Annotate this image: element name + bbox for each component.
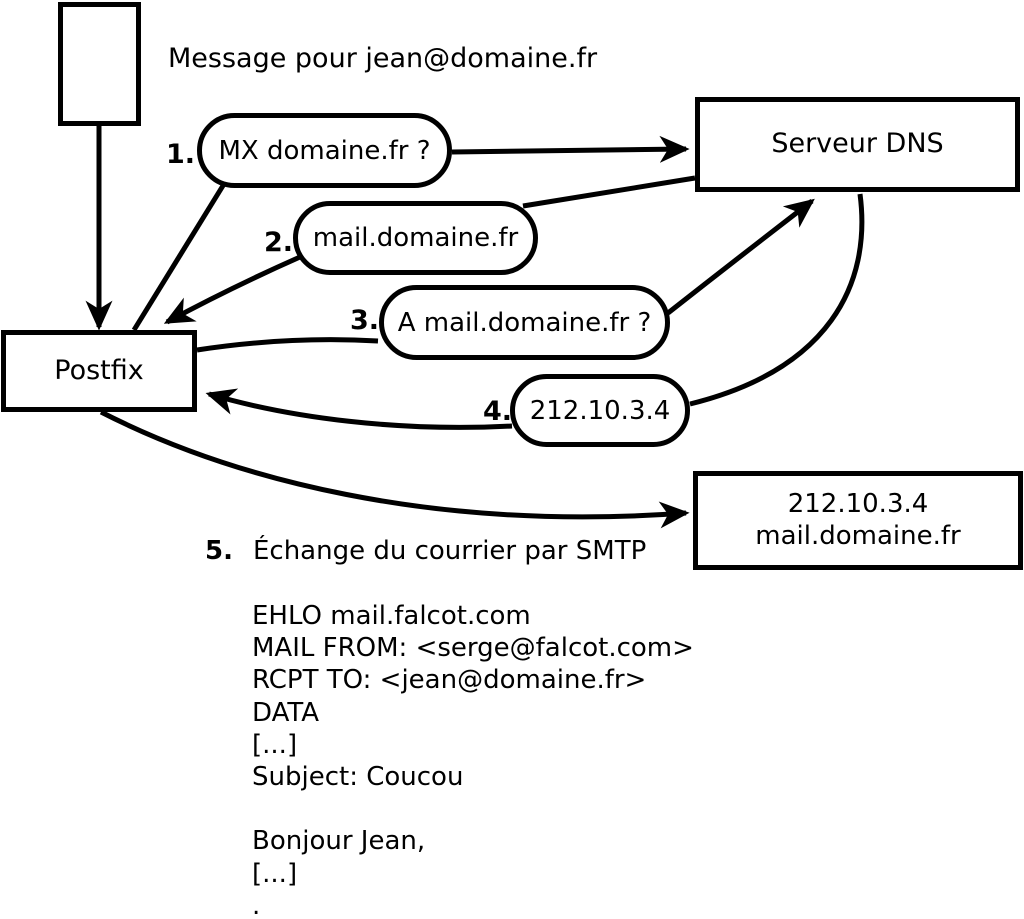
dns-server-label: Serveur DNS bbox=[771, 128, 944, 160]
postfix-node: Postfix bbox=[1, 330, 197, 412]
smtp-line: Bonjour Jean, bbox=[252, 826, 426, 857]
step-2-answer-label: mail.domaine.fr bbox=[312, 223, 519, 253]
step-3-number: 3. bbox=[350, 305, 380, 336]
mail-server-ip: 212.10.3.4 bbox=[787, 489, 929, 520]
step-2-answer-pill: mail.domaine.fr bbox=[293, 201, 538, 275]
step-5-caption: 5. Échange du courrier par SMTP bbox=[205, 536, 646, 566]
arrow-step3-to-dns bbox=[666, 198, 815, 315]
step-3-query-label: A mail.domaine.fr ? bbox=[397, 307, 652, 338]
postfix-label: Postfix bbox=[54, 354, 144, 386]
step-4-answer-pill: 212.10.3.4 bbox=[510, 374, 690, 447]
step-4-answer-label: 212.10.3.4 bbox=[529, 395, 671, 426]
smtp-line: RCPT TO: <jean@domaine.fr> bbox=[252, 665, 647, 696]
arrow-step5-smtp bbox=[99, 409, 690, 529]
message-title: Message pour jean@domaine.fr bbox=[168, 43, 598, 74]
step-1-query-label: MX domaine.fr ? bbox=[218, 135, 431, 166]
smtp-line: EHLO mail.falcot.com bbox=[252, 601, 531, 631]
arrow-step1-to-dns bbox=[451, 135, 690, 163]
mail-server-hostname: mail.domaine.fr bbox=[755, 520, 961, 551]
step-3-query-pill: A mail.domaine.fr ? bbox=[379, 285, 670, 360]
dns-server-node: Serveur DNS bbox=[695, 97, 1020, 192]
line-step4-from-dns bbox=[689, 193, 865, 407]
smtp-line: [...] bbox=[252, 858, 298, 889]
step-5-text: Échange du courrier par SMTP bbox=[252, 536, 647, 566]
arrow-step2-to-postfix bbox=[163, 254, 302, 325]
smtp-line bbox=[252, 793, 694, 825]
arrow-step4-to-postfix bbox=[205, 388, 513, 430]
sender-box bbox=[58, 2, 141, 126]
smtp-line: [...] bbox=[252, 729, 298, 760]
step-1-query-pill: MX domaine.fr ? bbox=[197, 113, 452, 188]
line-step2-from-dns bbox=[522, 175, 696, 209]
smtp-line: . bbox=[252, 890, 261, 919]
step-4-number: 4. bbox=[483, 396, 513, 427]
mail-server-node: 212.10.3.4 mail.domaine.fr bbox=[693, 471, 1023, 570]
smtp-line: Subject: Coucou bbox=[252, 762, 464, 793]
step-2-number: 2. bbox=[264, 227, 294, 258]
line-step1-from-postfix bbox=[131, 182, 227, 332]
smtp-line: MAIL FROM: <serge@falcot.com> bbox=[252, 633, 694, 664]
smtp-line: DATA bbox=[252, 697, 319, 728]
step-1-number: 1. bbox=[166, 139, 196, 170]
line-step3-from-postfix bbox=[196, 337, 379, 353]
step-5-number: 5. bbox=[205, 536, 233, 566]
